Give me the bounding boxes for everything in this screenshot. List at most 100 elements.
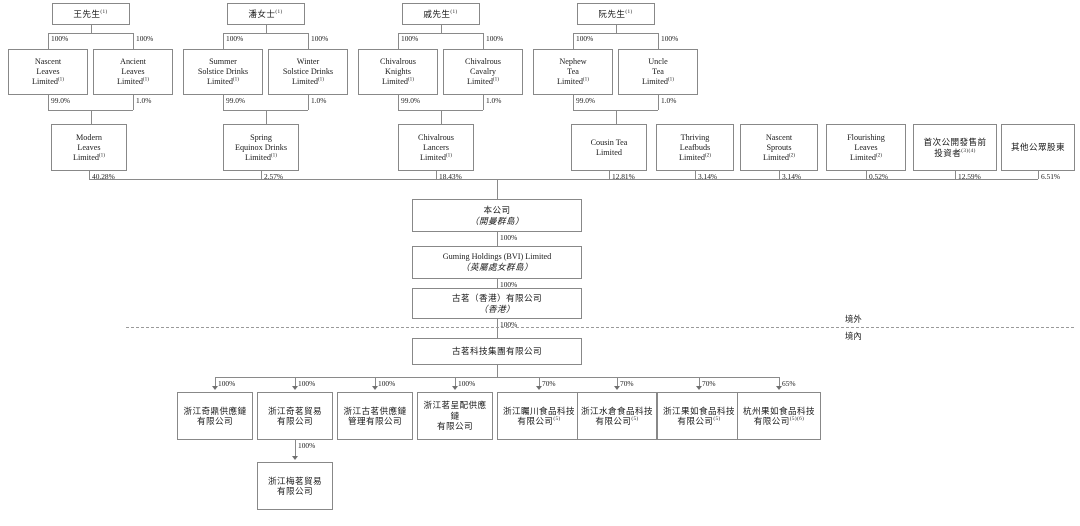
connector-vertical [779, 171, 780, 179]
box-text: 浙江茗呈配供應鏈有限公司 [420, 400, 490, 431]
box-line: Tea [567, 67, 579, 76]
connector-vertical [573, 95, 574, 110]
connector-vertical [658, 95, 659, 110]
box-line: Thriving [680, 132, 710, 142]
subsidiary-box-7: 浙江果如食品科技有限公司(5) [657, 392, 741, 440]
connector-horizontal [398, 33, 483, 34]
subsidiary-pct-8: 65% [782, 379, 796, 388]
footnote-marker: (1) [100, 8, 108, 15]
offshore-label: 境外 [845, 315, 862, 324]
box-text: 浙江古茗供應鏈管理有限公司 [340, 406, 410, 427]
connector-vertical [295, 440, 296, 458]
box-text: 本公司（開曼群島） [415, 205, 579, 226]
box-text: 杭州果如食品科技有限公司(5)(6) [740, 406, 818, 427]
box-text: 浙江梅茗貿易有限公司 [260, 476, 330, 497]
box-line: Tea [652, 67, 664, 76]
connector-vertical [223, 95, 224, 110]
box-line: Flourishing [847, 132, 885, 142]
footnote-marker: (1) [57, 76, 64, 83]
box-line: Limited(1) [642, 76, 674, 86]
box-line: Winter [296, 57, 320, 66]
founder-pct-left-1: 100% [51, 34, 69, 43]
sub-subsidiary-pct: 100% [298, 441, 316, 450]
holdco-pct-6: 1.0% [486, 96, 502, 105]
holdco-pct-5: 99.0% [401, 96, 421, 105]
box-line: Modern [76, 132, 102, 142]
connector-vertical [133, 95, 134, 110]
box-text: 阮先生(1) [580, 9, 652, 19]
connector-vertical [609, 171, 610, 179]
connector-vertical [48, 95, 49, 110]
box-line: Leaves [121, 67, 145, 76]
connector-horizontal [573, 33, 658, 34]
subsidiary-box-6: 浙江水倉食品科技有限公司(5) [577, 392, 657, 440]
box-line: Limited(1) [557, 76, 589, 86]
box-text: 首次公開發售前投資者(3)(4) [916, 137, 994, 158]
box-line: Chivalrous [380, 57, 416, 66]
footnote-marker: (1) [492, 76, 499, 83]
founder-name: 阮先生(1) [598, 8, 633, 19]
box-line: Knights [385, 67, 411, 76]
subsidiary-pct-4: 100% [458, 379, 476, 388]
connector-vertical [483, 95, 484, 110]
footnote-marker: (1) [317, 76, 324, 83]
footnote-marker: (1) [407, 76, 414, 83]
sub-subsidiary-box: 浙江梅茗貿易有限公司 [257, 462, 333, 510]
box-line: Limited(1) [73, 151, 105, 162]
shareholder-box-9: 其他公眾股東 [1001, 124, 1075, 171]
connector-vertical [1038, 171, 1039, 179]
box-line: Guming Holdings (BVI) Limited [442, 252, 552, 262]
box-line: 首次公開發售前 [923, 137, 987, 148]
box-line: 浙江水倉食品科技 [581, 405, 653, 416]
subsidiary-pct-5: 70% [542, 379, 556, 388]
box-line: 浙江奇鼎供應鏈 [183, 405, 247, 416]
connector-vertical [658, 33, 659, 49]
connector-vertical [497, 232, 498, 246]
connector-vertical [295, 377, 296, 388]
holdco-pct-8: 1.0% [661, 96, 677, 105]
connector-vertical [308, 95, 309, 110]
shareholder-box-8: 首次公開發售前投資者(3)(4) [913, 124, 997, 171]
subsidiary-pct-1: 100% [218, 379, 236, 388]
box-line: Leaves [854, 142, 878, 152]
founder-pct-right-1: 100% [136, 34, 154, 43]
box-line: 有限公司(5) [677, 416, 721, 426]
box-line: 有限公司(5) [517, 416, 561, 426]
chain-box-1: 本公司（開曼群島） [412, 199, 582, 232]
box-line: 浙江梅茗貿易 [268, 475, 322, 486]
box-line: Nascent [765, 132, 793, 142]
box-line: Limited(2) [850, 151, 882, 162]
footnote-marker: (5) [631, 416, 639, 423]
box-line: Limited(2) [763, 151, 795, 162]
connector-horizontal [223, 33, 308, 34]
box-line: Limited(1) [245, 151, 277, 162]
box-line: Limited(1) [32, 76, 64, 86]
arrow-head [696, 386, 702, 390]
box-line: 杭州果如食品科技 [743, 405, 815, 416]
box-line: 有限公司 [437, 421, 473, 432]
footnote-marker: (1) [625, 8, 633, 15]
subsidiary-box-5: 浙江矚川食品科技有限公司(5) [497, 392, 581, 440]
onshore-offshore-divider [126, 327, 1074, 328]
arrow-head [536, 386, 542, 390]
connector-vertical [133, 33, 134, 49]
holdco-pct-7: 99.0% [576, 96, 596, 105]
shareholder-pct-9: 6.51% [1041, 172, 1061, 181]
founder-pct-left-2: 100% [226, 34, 244, 43]
box-line: Leaves [77, 142, 101, 152]
chain-pct-2: 100% [500, 280, 518, 289]
shareholder-pct-6: 3.14% [782, 172, 802, 181]
chain-box-3: 古茗（香港）有限公司（香港） [412, 288, 582, 319]
wfoe-box: 古茗科技集團有限公司 [412, 338, 582, 365]
